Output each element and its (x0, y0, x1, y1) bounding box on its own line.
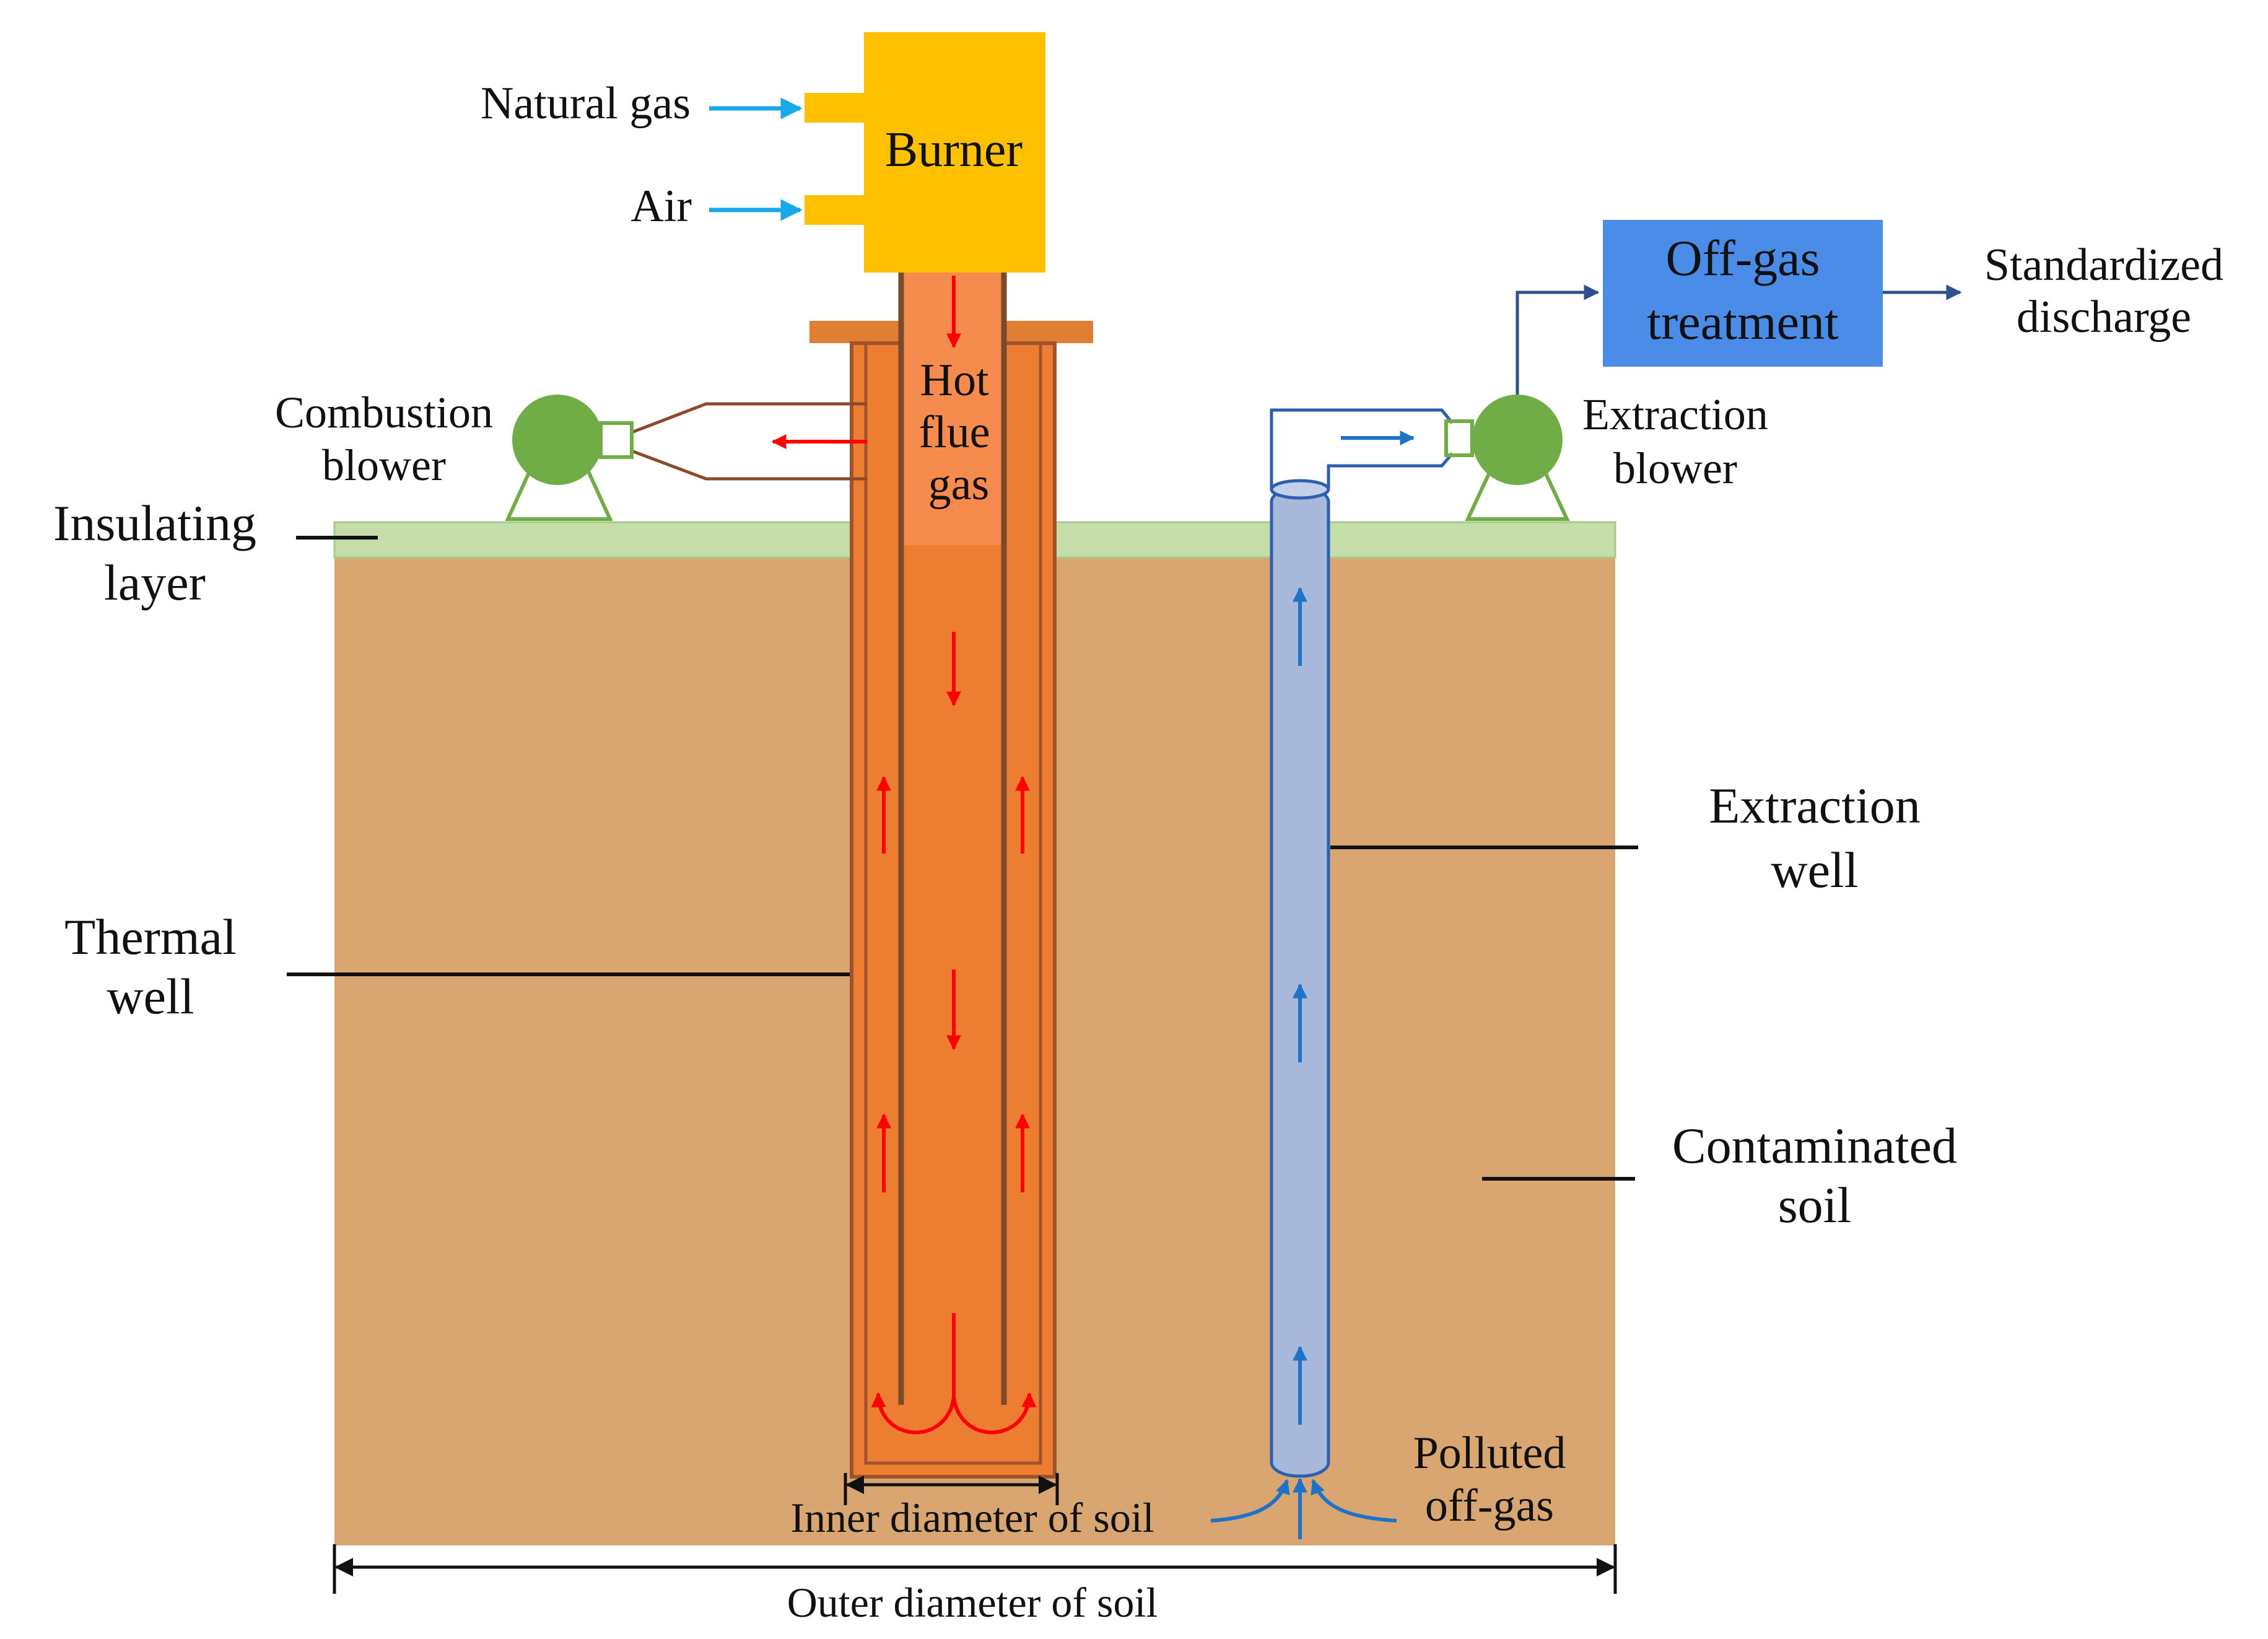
flow-return-curve-left (871, 1392, 956, 1435)
extraction-blower-stand (1465, 465, 1570, 521)
combustion-blower-label-line2: blower (322, 440, 446, 490)
extraction-blower-to-treatment-line (1516, 284, 1600, 395)
extraction-blower-fan (1472, 395, 1563, 485)
insulating-layer-label-line1: Insulating (53, 495, 256, 551)
extraction-well-label-line1: Extraction (1709, 777, 1921, 834)
thermal-well-label-line2: well (107, 968, 194, 1025)
hot-flue-gas-label-line1: Hot (920, 355, 989, 406)
combustion-blower-outlet (599, 421, 634, 459)
burner-unit: Burner (805, 32, 1045, 273)
extraction-pipe (1270, 408, 1454, 488)
polluted-off-gas-label-line1: Polluted (1413, 1428, 1566, 1479)
thermal-flow-arrows (771, 276, 1037, 1435)
inner-diameter-dimension (844, 1473, 1059, 1505)
contaminated-soil-label-line1: Contaminated (1672, 1117, 1957, 1174)
offgas-inflow-arrow-left (1210, 1479, 1290, 1523)
extraction-blower-label-line1: Extraction (1582, 390, 1768, 439)
hot-flue-gas-label-line2: flue (918, 407, 990, 458)
combustion-blower (505, 395, 867, 521)
burner-air-inlet (805, 195, 864, 225)
off-gas-treatment-label-line2: treatment (1647, 294, 1839, 350)
extraction-well (1270, 408, 1454, 1478)
contaminated-soil-label-line2: soil (1778, 1177, 1851, 1233)
burner-label: Burner (885, 123, 1023, 177)
burner-gas-inlet (805, 93, 864, 123)
off-gas-treatment-label-line1: Off-gas (1666, 230, 1820, 286)
hot-flue-gas-label-line3: gas (928, 459, 990, 510)
polluted-off-gas-label-line2: off-gas (1425, 1480, 1554, 1531)
extraction-well-cap (1270, 479, 1330, 500)
thermal-well-label-line1: Thermal (64, 909, 237, 965)
outer-diameter-dimension (333, 1544, 1617, 1594)
combustion-blower-stand (505, 463, 613, 521)
extraction-well-label-line2: well (1771, 842, 1858, 898)
extraction-blower-inlet (1444, 419, 1474, 457)
thermal-well: Hot flue gas (809, 273, 1093, 1479)
burner-box (864, 32, 1045, 273)
flow-return-curve-right (952, 1392, 1037, 1435)
standardized-discharge-label-line1: Standardized (1984, 240, 2223, 291)
air-label: Air (630, 181, 692, 232)
off-gas-treatment-box (1603, 220, 1883, 367)
standardized-discharge-label-line2: discharge (2017, 292, 2191, 343)
extraction-blower (1444, 284, 1600, 521)
extraction-blower-label-line2: blower (1613, 444, 1737, 493)
outer-diameter-label: Outer diameter of soil (787, 1579, 1158, 1626)
offgas-inflow-arrow-right (1311, 1479, 1397, 1523)
combustion-blower-fan (512, 395, 603, 485)
insulating-layer-label-line2: layer (104, 554, 206, 611)
natural-gas-label: Natural gas (481, 78, 691, 129)
extraction-flow-arrows (1210, 431, 1415, 1539)
combustion-blower-label-line1: Combustion (275, 388, 493, 437)
inner-diameter-label: Inner diameter of soil (790, 1494, 1154, 1541)
